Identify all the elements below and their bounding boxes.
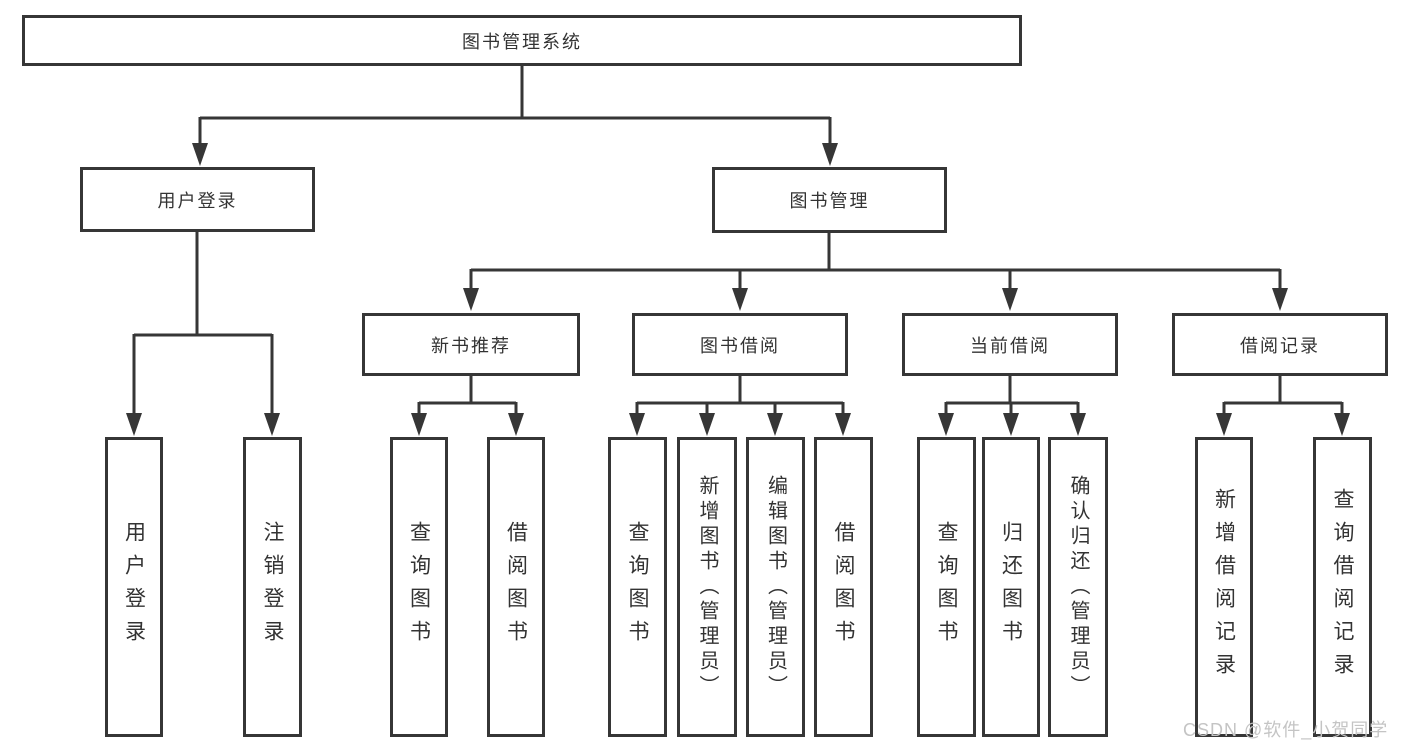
leaf-edit-book-admin: 编辑图书（管理员） [746, 437, 805, 737]
leaf-query-borrow-record: 查询借阅记录 [1313, 437, 1372, 737]
node-user-login: 用户登录 [80, 167, 315, 232]
csdn-watermark: CSDN @软件_小贺同学 [1183, 720, 1389, 740]
leaf-return-book: 归还图书 [982, 437, 1040, 737]
arrowhead-group [126, 143, 1350, 436]
leaf-logout: 注销登录 [243, 437, 302, 737]
leaf-confirm-return-admin: 确认归还（管理员） [1048, 437, 1108, 737]
leaf-borrow-query-book: 查询图书 [608, 437, 667, 737]
node-new-book-recommend: 新书推荐 [362, 313, 580, 376]
node-book-borrow: 图书借阅 [632, 313, 848, 376]
leaf-current-query-book: 查询图书 [917, 437, 976, 737]
node-book-management: 图书管理 [712, 167, 947, 233]
node-current-borrow: 当前借阅 [902, 313, 1118, 376]
node-library-management-system: 图书管理系统 [22, 15, 1022, 66]
leaf-recommend-borrow-book: 借阅图书 [487, 437, 545, 737]
node-borrow-records: 借阅记录 [1172, 313, 1388, 376]
leaf-borrow-book: 借阅图书 [814, 437, 873, 737]
leaf-add-borrow-record: 新增借阅记录 [1195, 437, 1253, 737]
leaf-recommend-query-book: 查询图书 [390, 437, 448, 737]
connector-stroke-group [132, 66, 1344, 415]
leaf-user-login: 用户登录 [105, 437, 163, 737]
leaf-add-book-admin: 新增图书（管理员） [677, 437, 737, 737]
